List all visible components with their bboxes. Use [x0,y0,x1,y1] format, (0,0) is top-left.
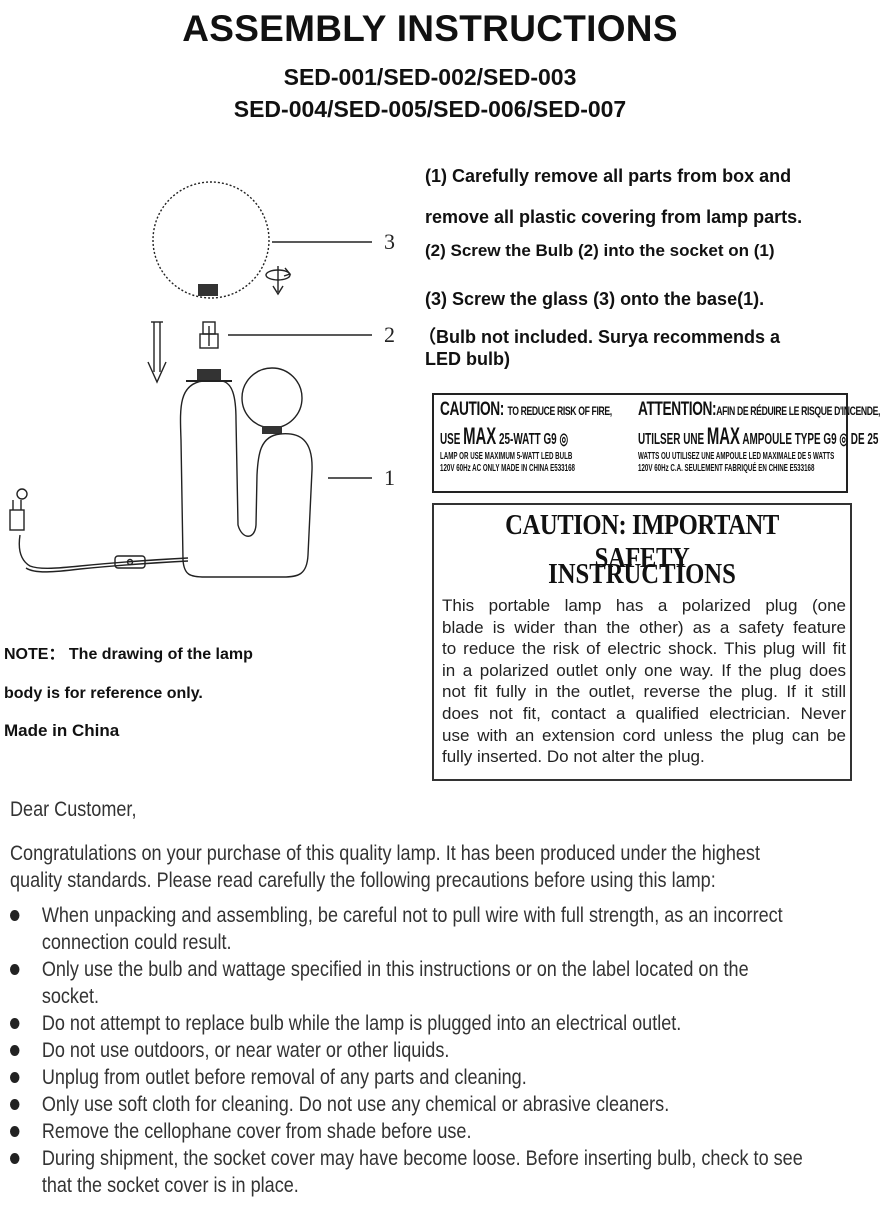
step-1-line-1: (1) Carefully remove all parts from box … [425,166,792,186]
glass-globe-drawing [152,181,270,299]
power-cord-drawing [18,534,189,569]
fr-max-word: MAX [706,423,740,450]
page-title: ASSEMBLY INSTRUCTIONS [182,8,678,49]
step-3-note-line-1: （Bulb not included. Surya recommends a [418,327,781,347]
step-3-note-line-2: LED bulb) [425,349,510,369]
precaution-text: Remove the cellophane cover from shade b… [41,1120,472,1143]
safety-line: not fit fully in the outlet, reverse the… [442,682,846,702]
model-numbers-line-2: SED-004/SED-005/SED-006/SED-007 [233,96,627,122]
step-2: (2) Screw the Bulb (2) into the socket o… [425,241,775,260]
max-word: MAX [463,423,497,450]
bullet-icon [10,1099,20,1110]
safety-line: fully inserted. Do not alter the plug. [442,747,705,767]
safety-line: This portable lamp has a polarized plug … [442,596,846,615]
precaution-item: Do not use outdoors, or near water or ot… [10,1037,836,1064]
bullet-icon [10,1045,20,1056]
precaution-item: Remove the cellophane cover from shade b… [10,1118,836,1145]
note-line-1: NOTE： The drawing of the lamp [4,646,253,663]
fr-led-line: WATTS OU UTILISEZ UNE AMPOULE LED MAXIMA… [638,451,835,462]
warning-label-english: CAUTION: TO REDUCE RISK OF FIRE, USE MAX… [440,399,640,475]
fr-wattage: AMPOULE TYPE G9 [742,431,837,448]
safety-line: use with an extension cord unless the pl… [442,725,846,745]
attention-rest: AFIN DE RÉDUIRE LE RISQUE D'INCENDE, [716,404,880,418]
fr-bulb-icon: ◎ [839,431,849,448]
precaution-text: Do not use outdoors, or near water or ot… [41,1039,450,1062]
bullet-icon [10,964,20,975]
safety-body: This portable lamp has a polarized plug … [442,595,846,768]
intro-line: Congratulations on your purchase of this… [10,842,760,865]
precaution-text: that the socket cover is in place. [41,1174,299,1197]
customer-intro: Congratulations on your purchase of this… [10,840,793,894]
bullet-icon [10,1126,20,1137]
fr-voltage-line: 120V 60Hz C.A. SEULEMENT FABRIQUÉ EN CHI… [638,463,815,474]
note-line-2: body is for reference only. [4,685,203,702]
plug-drawing [9,488,28,531]
wattage: 25-WATT G9 [498,431,557,448]
safety-line: in a polarized outlet only one way. If t… [442,660,846,680]
precaution-item: Unplug from outlet before removal of any… [10,1064,836,1091]
safety-line: blade is wider than the other) as a safe… [442,617,846,637]
caution-rest: TO REDUCE RISK OF FIRE, [507,404,612,418]
led-line: LAMP OR USE MAXIMUM 5-WATT LED BULB [440,451,573,462]
callout-1: 1 [384,465,395,490]
warning-label-french: ATTENTION:AFIN DE RÉDUIRE LE RISQUE D'IN… [638,399,880,475]
down-arrow-icon [147,321,167,384]
bullet-icon [10,1018,20,1029]
caution-word: CAUTION: [440,399,505,420]
safety-line: does not fit, contact a qualified electr… [442,703,846,723]
bullet-icon [10,1153,20,1164]
attention-word: ATTENTION: [638,399,717,420]
precaution-text: connection could result. [41,931,232,954]
fr-de-25: DE 25 [850,431,879,448]
precautions-list: When unpacking and assembling, be carefu… [10,902,836,1199]
precaution-text: Only use soft cloth for cleaning. Do not… [41,1093,670,1116]
use-word: USE [440,431,461,448]
customer-greeting: Dear Customer, [10,798,137,821]
small-globe-drawing [241,367,303,429]
precaution-text: When unpacking and assembling, be carefu… [41,904,783,927]
precaution-text: socket. [41,985,100,1008]
intro-line: quality standards. Please read carefully… [10,869,716,892]
lamp-base-drawing [179,380,313,578]
precaution-item: Only use soft cloth for cleaning. Do not… [10,1091,836,1118]
precaution-item: Do not attempt to replace bulb while the… [10,1010,836,1037]
safety-heading-2: INSTRUCTIONS [548,558,736,590]
precaution-text: Do not attempt to replace bulb while the… [41,1012,682,1035]
precaution-text: During shipment, the socket cover may ha… [41,1147,803,1170]
safety-heading-1: CAUTION: IMPORTANT SAFETY [505,509,779,574]
safety-line: to reduce the risk of electric shock. Th… [442,639,846,659]
fr-use-word: UTILSER UNE [638,431,705,448]
cord-switch-drawing [114,555,146,569]
precaution-item: Only use the bulb and wattage specified … [10,956,836,1010]
assembly-diagram: 3 2 1 [9,181,395,578]
step-3: (3) Screw the glass (3) onto the base(1)… [425,289,765,309]
bulb-drawing [199,321,219,349]
precaution-text: Only use the bulb and wattage specified … [41,958,749,981]
made-in-china: Made in China [4,721,120,740]
model-numbers-line-1: SED-001/SED-002/SED-003 [283,64,577,90]
socket-drawing [197,369,221,381]
globe-neck-drawing [198,284,218,296]
bullet-icon [10,1072,20,1083]
warning-label: CAUTION: TO REDUCE RISK OF FIRE, USE MAX… [432,393,880,493]
safety-instructions-box: CAUTION: IMPORTANT SAFETY INSTRUCTIONS T… [432,503,852,781]
bullet-icon [10,910,20,921]
precaution-text: Unplug from outlet before removal of any… [41,1066,527,1089]
callout-2: 2 [384,322,395,347]
screw-arrow-icon [265,266,292,296]
bulb-icon: ◎ [559,431,569,448]
precaution-item: When unpacking and assembling, be carefu… [10,902,836,956]
precaution-item: During shipment, the socket cover may ha… [10,1145,836,1199]
callout-3: 3 [384,229,395,254]
step-1-line-2: remove all plastic covering from lamp pa… [425,207,803,227]
voltage-line: 120V 60Hz AC ONLY MADE IN CHINA E533168 [440,463,575,474]
